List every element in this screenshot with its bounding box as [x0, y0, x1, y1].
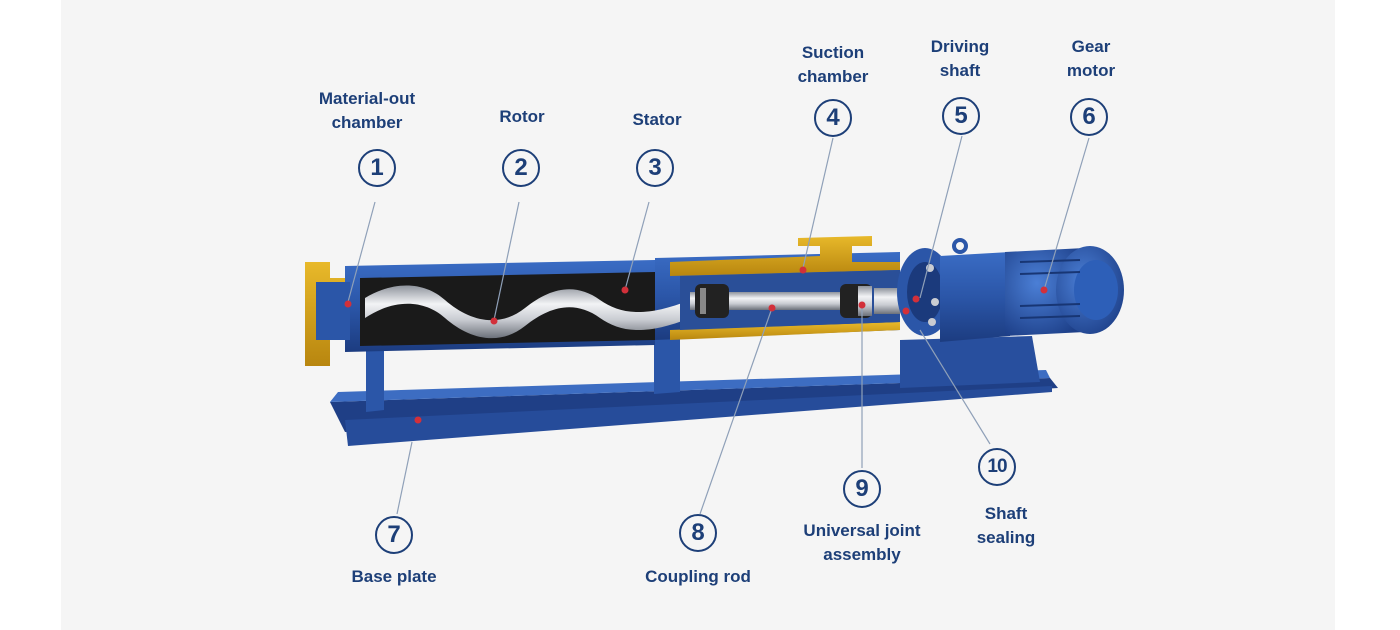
- part-8-label: Coupling rod: [645, 567, 751, 586]
- pointer-dots: [344, 266, 1048, 424]
- leader-line-8: [699, 307, 773, 515]
- part-3-label: Stator: [632, 110, 682, 129]
- pointer-dot-8: [768, 304, 776, 312]
- part-7-number: 7: [375, 516, 413, 554]
- part-2-number: 2: [502, 149, 540, 187]
- leader-line-3: [624, 201, 650, 291]
- leader-line-2: [493, 201, 520, 321]
- pointer-dot-9: [858, 301, 866, 309]
- leader-line-6: [1043, 137, 1090, 291]
- part-5-label: Driving shaft: [930, 37, 990, 80]
- part-10-label: Shaft sealing: [976, 504, 1036, 547]
- part-9-number: 9: [843, 470, 881, 508]
- leader-line-4: [802, 137, 834, 269]
- part-2-label: Rotor: [499, 107, 545, 126]
- pointer-dot-4: [799, 266, 807, 274]
- part-4-number: 4: [814, 99, 852, 137]
- rotor-shape: [365, 285, 690, 339]
- part-1-number: 1: [358, 149, 396, 187]
- part-1-label: Material-out chamber: [318, 89, 416, 132]
- part-7-label: Base plate: [351, 567, 437, 586]
- gear-box: [940, 252, 1010, 342]
- pointer-dot-10: [902, 307, 910, 315]
- part-6-label: Gear motor: [1066, 37, 1116, 80]
- part-10-number: 10: [978, 448, 1016, 486]
- part-9-label: Universal joint assembly: [803, 521, 921, 564]
- part-8-number: 8: [679, 514, 717, 552]
- base-plate-shape: [330, 370, 1058, 446]
- stator-shape: [360, 272, 655, 346]
- driving-flange: [897, 238, 968, 336]
- pointer-dot-5: [912, 295, 920, 303]
- pointer-dot-1: [344, 300, 352, 308]
- leader-line-7: [396, 441, 413, 515]
- part-6-number: 6: [1070, 98, 1108, 136]
- support-feet: [366, 334, 1040, 412]
- pointer-dot-6: [1040, 286, 1048, 294]
- coupling-rod-shape: [690, 284, 900, 318]
- pointer-dot-2: [490, 317, 498, 325]
- part-3-number: 3: [636, 149, 674, 187]
- part-4-label: Suction chamber: [797, 43, 869, 86]
- leader-line-10: [919, 329, 991, 445]
- part-5-number: 5: [942, 97, 980, 135]
- leader-lines: [347, 135, 1090, 515]
- motor-shape: [1005, 246, 1124, 336]
- outlet-flange: [305, 262, 350, 366]
- pointer-dot-7: [414, 416, 422, 424]
- leader-line-1: [347, 201, 376, 303]
- leader-line-5: [919, 135, 963, 299]
- pointer-dot-3: [621, 286, 629, 294]
